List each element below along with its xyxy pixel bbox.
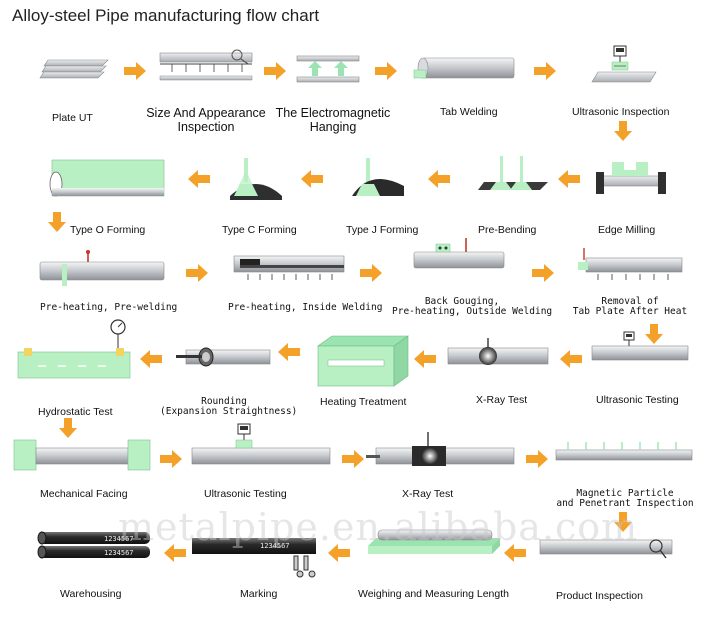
- xray-illustration: [447, 338, 549, 365]
- label-heating-treatment: Heating Treatment: [320, 396, 407, 408]
- c-forming-illustration: [230, 158, 282, 200]
- label-back-gouging-1: Back Gouging,: [424, 296, 500, 307]
- label-ultrasonic-testing-1: Ultrasonic Testing: [596, 394, 679, 406]
- product-inspection-illustration: [539, 539, 673, 559]
- label-pre-bending: Pre-Bending: [478, 224, 537, 236]
- flow-arrow-down: [59, 418, 77, 438]
- watermark: metalpipe.en.alibaba.com: [118, 505, 639, 549]
- o-forming-illustration: [49, 159, 165, 197]
- flow-arrow-left: [278, 343, 300, 361]
- label-type-c-forming: Type C Forming: [222, 224, 297, 236]
- label-size-inspection-2: Inspection: [177, 120, 235, 134]
- label-magnetic-1: Magnetic Particle: [576, 488, 674, 499]
- label-magnetic-2: and Penetrant Inspection: [556, 498, 694, 509]
- rounding-illustration: [176, 347, 271, 367]
- label-ultrasonic-testing-2: Ultrasonic Testing: [204, 488, 287, 500]
- label-rounding-1: Rounding: [201, 396, 247, 407]
- label-removal-tab-1: Removal of: [601, 296, 659, 307]
- flow-arrow-left: [164, 544, 186, 562]
- flow-arrow-right: [532, 264, 554, 282]
- label-removal-tab-2: Tab Plate After Heat: [572, 306, 688, 317]
- label-hydrostatic-test: Hydrostatic Test: [38, 406, 113, 418]
- hydrostatic-illustration: [17, 319, 131, 379]
- label-type-o-forming: Type O Forming: [70, 224, 146, 236]
- plate-stack-illustration: [39, 59, 109, 79]
- label-type-j-forming: Type J Forming: [346, 224, 419, 236]
- label-preheat-prewelding: Pre-heating, Pre-welding: [40, 302, 178, 313]
- flow-arrow-left: [140, 350, 162, 368]
- j-forming-illustration: [352, 158, 404, 196]
- pre-bending-illustration: [478, 156, 548, 190]
- label-rounding-2: (Expansion Straightness): [160, 406, 298, 417]
- marking-illustration: [192, 538, 316, 578]
- flow-arrow-left: [504, 544, 526, 562]
- ultrasonic-probe-illustration: [591, 45, 657, 83]
- flow-arrow-left: [301, 170, 323, 188]
- flow-arrow-right: [264, 62, 286, 80]
- mechanical-facing-illustration: [13, 439, 151, 471]
- inside-welding-illustration: [233, 255, 345, 280]
- label-back-gouging-2: Pre-heating, Outside Welding: [392, 306, 553, 317]
- flow-arrow-left: [414, 350, 436, 368]
- magnetic-particle-illustration: [555, 442, 693, 461]
- warehouse-pipes-illustration: [37, 531, 150, 559]
- flow-arrow-left: [558, 170, 580, 188]
- flow-arrow-right: [534, 62, 556, 80]
- label-em-hanging-2: Hanging: [309, 120, 357, 134]
- ultrasonic-pipe-illustration: [591, 331, 689, 361]
- flow-arrow-left: [560, 350, 582, 368]
- page-title: Alloy-steel Pipe manufacturing flow char…: [12, 6, 320, 25]
- label-mechanical-facing: Mechanical Facing: [40, 488, 128, 500]
- outside-welding-illustration: [413, 238, 505, 269]
- flow-arrow-left: [328, 544, 350, 562]
- label-product-inspection: Product Inspection: [556, 590, 643, 602]
- plate-inspection-illustration: [159, 49, 253, 81]
- flow-arrow-down: [645, 324, 663, 344]
- marking-code: 1234567: [260, 542, 290, 550]
- pipe-code-a: 1234567: [104, 535, 134, 543]
- label-xray-test-2: X-Ray Test: [402, 488, 454, 500]
- flow-arrow-left: [188, 170, 210, 188]
- ultrasonic-pipe-illustration-2: [191, 423, 331, 465]
- weighing-illustration: [368, 529, 500, 554]
- flow-arrow-right: [360, 264, 382, 282]
- flow-arrow-right: [160, 450, 182, 468]
- furnace-illustration: [317, 335, 409, 387]
- removal-tab-illustration: [578, 248, 683, 280]
- label-edge-milling: Edge Milling: [598, 224, 656, 236]
- tab-welding-illustration: [413, 57, 515, 79]
- flow-arrow-right: [186, 264, 208, 282]
- flow-arrow-right: [124, 62, 146, 80]
- pipe-code-b: 1234567: [104, 549, 134, 557]
- label-em-hanging-1: The Electromagnetic: [275, 106, 391, 120]
- flow-arrow-right: [526, 450, 548, 468]
- label-ultrasonic-inspection: Ultrasonic Inspection: [572, 106, 670, 118]
- label-tab-welding: Tab Welding: [440, 106, 498, 118]
- label-warehousing: Warehousing: [60, 588, 122, 600]
- label-preheat-inside: Pre-heating, Inside Welding: [228, 302, 383, 313]
- flow-arrow-down: [48, 212, 66, 232]
- label-xray-test-1: X-Ray Test: [476, 394, 528, 406]
- flow-arrow-down: [614, 512, 632, 532]
- em-hanging-illustration: [296, 55, 360, 83]
- flow-arrow-right: [375, 62, 397, 80]
- flow-arrow-down: [614, 121, 632, 141]
- label-plate-ut: Plate UT: [52, 112, 93, 124]
- flow-arrow-left: [428, 170, 450, 188]
- prewelding-illustration: [39, 250, 165, 286]
- label-weighing: Weighing and Measuring Length: [358, 588, 509, 600]
- label-marking: Marking: [240, 588, 278, 600]
- xray-illustration-2: [366, 432, 515, 466]
- flow-arrow-right: [342, 450, 364, 468]
- edge-milling-illustration: [596, 162, 666, 194]
- label-size-inspection-1: Size And Appearance: [146, 106, 266, 120]
